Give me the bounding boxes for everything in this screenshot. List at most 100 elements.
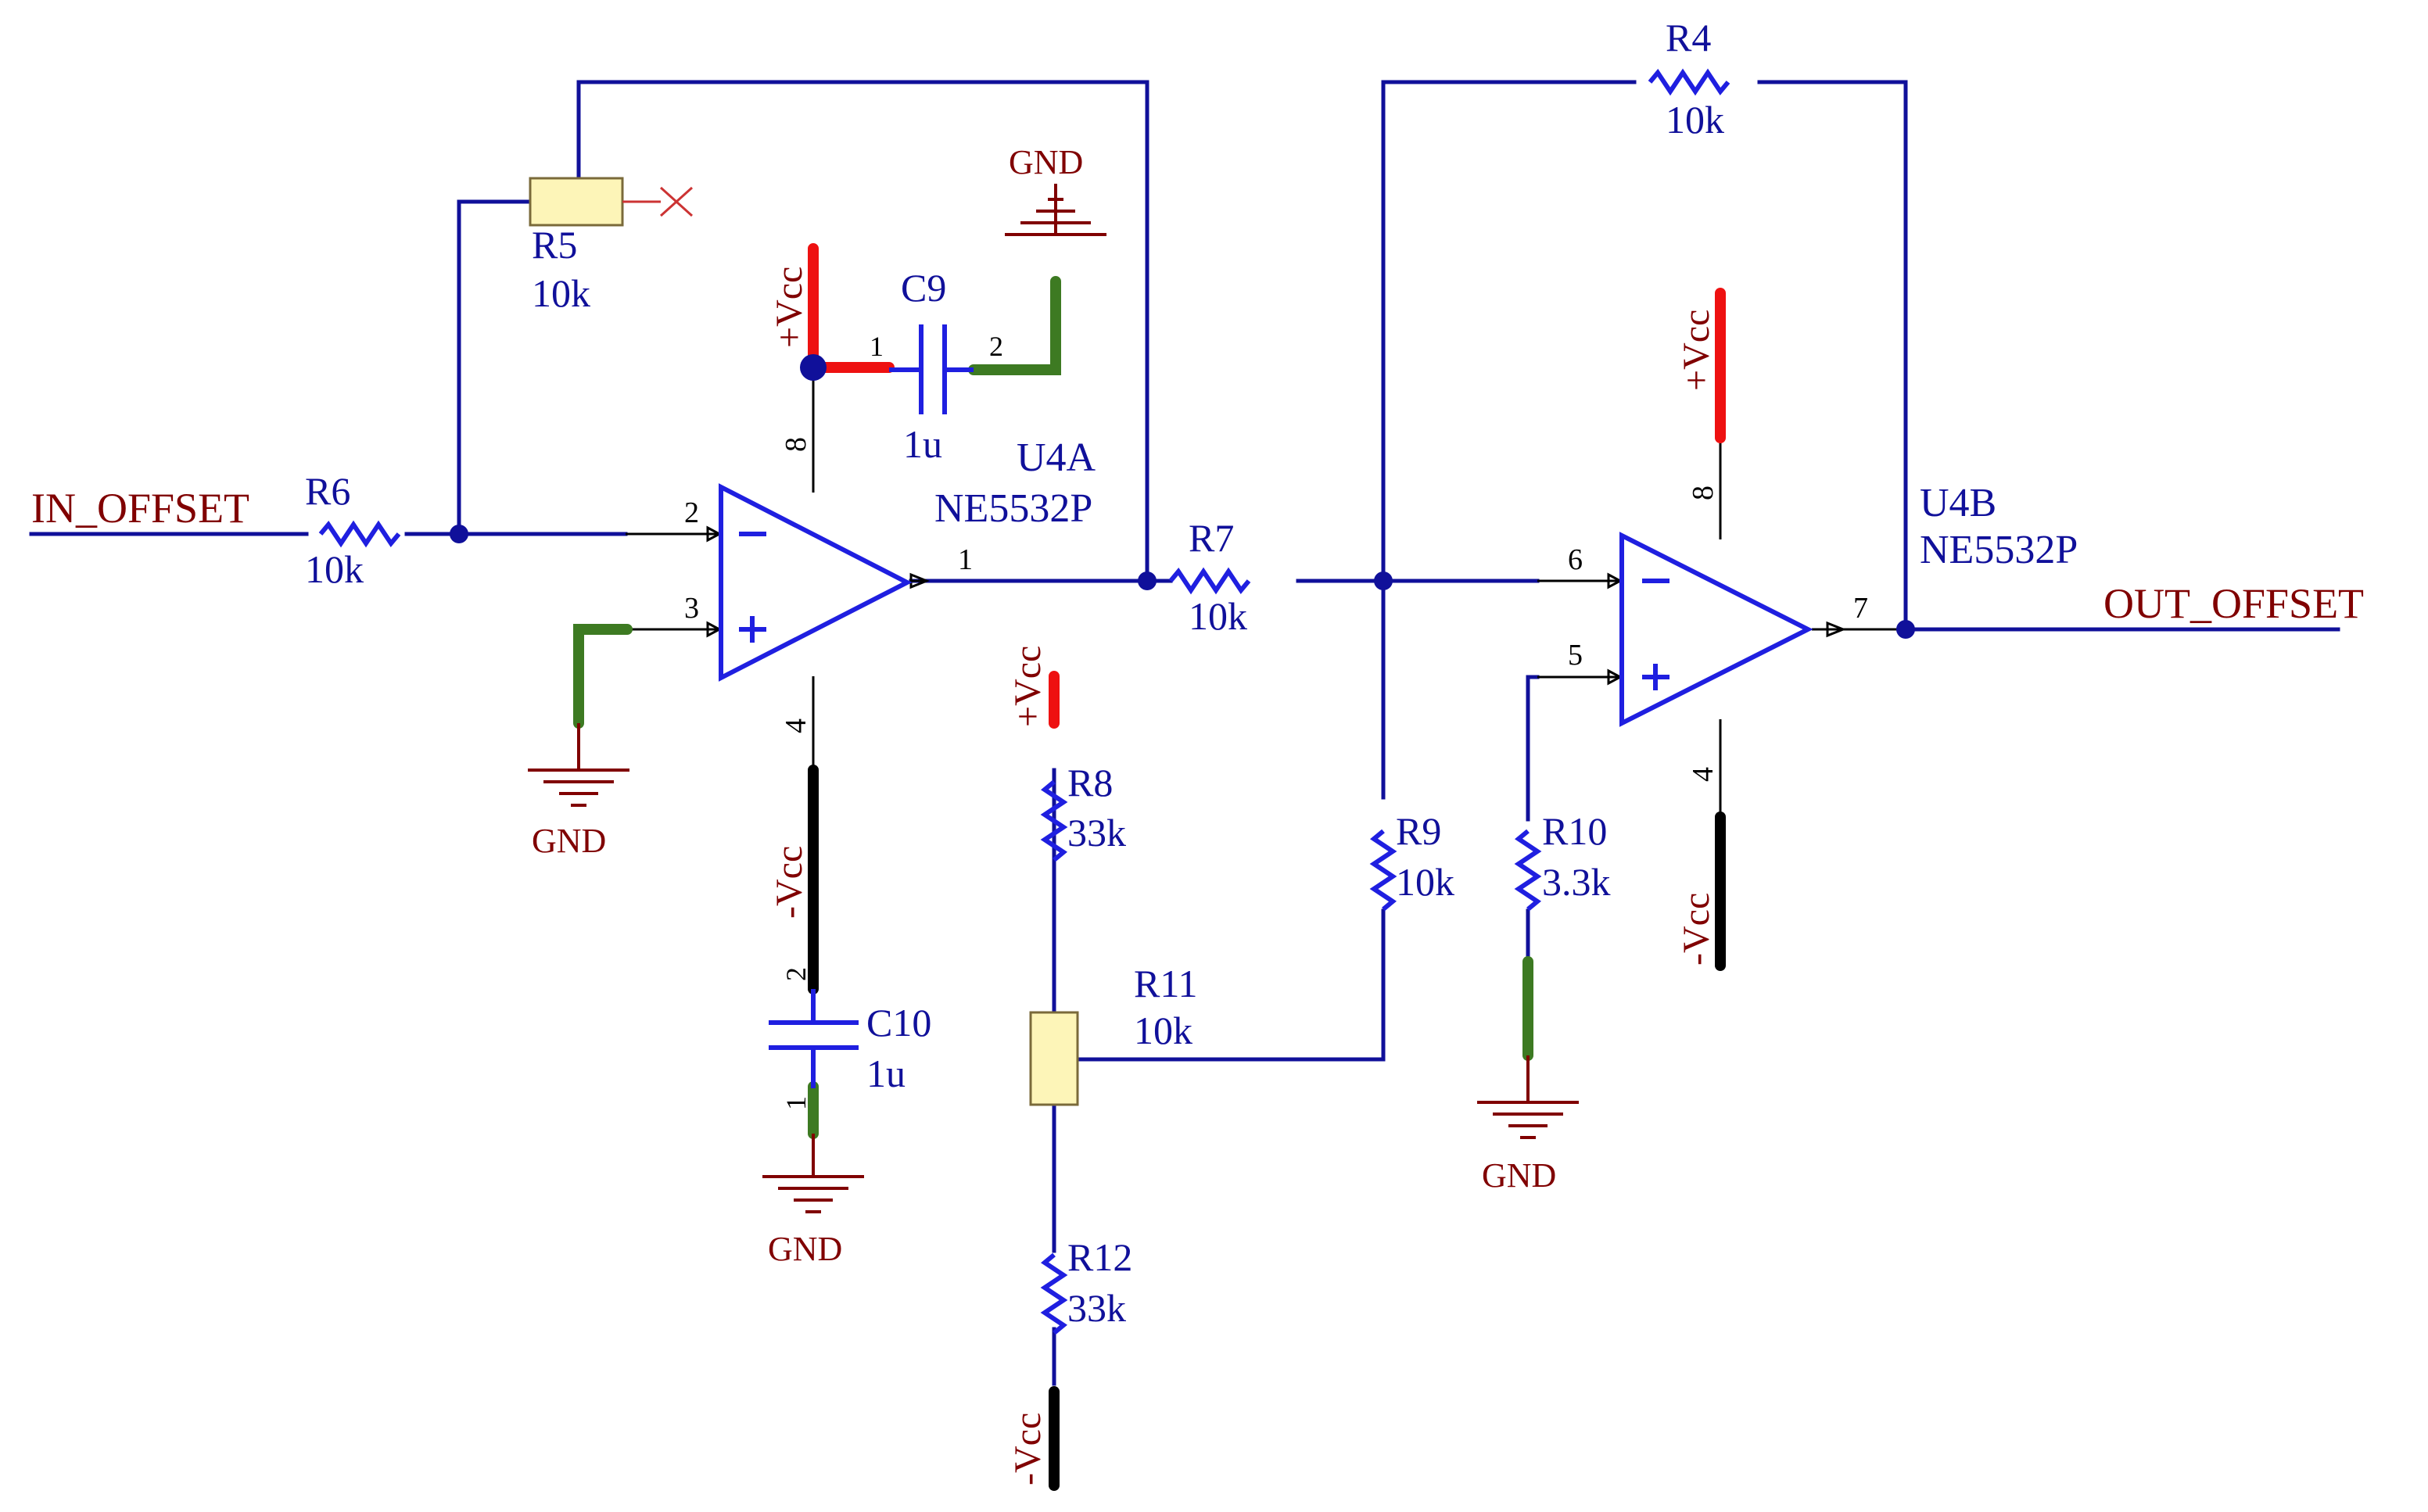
resistor-r9-symbol <box>1369 829 1397 912</box>
u4a-pin-vplus: 8 <box>780 437 812 452</box>
u4b-pin-noninv: 5 <box>1568 639 1583 672</box>
junction-dot <box>450 525 468 543</box>
gnd-label-u4a: GND <box>532 822 606 860</box>
junctions <box>450 354 1915 639</box>
output-port-label: OUT_OFFSET <box>2103 580 2364 627</box>
r11-value: 10k <box>1134 1009 1192 1052</box>
vcc-neg-label-u4b: -Vcc <box>1676 893 1717 966</box>
u4b-pin-inv: 6 <box>1568 543 1583 576</box>
r9-ref: R9 <box>1396 809 1441 853</box>
resistor-r8[interactable]: R8 33k <box>1040 761 1126 862</box>
resistor-r10[interactable]: R10 3.3k <box>1514 809 1611 912</box>
r10-ref: R10 <box>1542 809 1607 853</box>
u4b-part: NE5532P <box>1920 528 2078 572</box>
junction-dot <box>1138 571 1157 590</box>
r11-ref: R11 <box>1134 962 1198 1005</box>
no-connect-icon <box>622 186 694 217</box>
opamp-u4b-plus-sign <box>1642 664 1669 690</box>
resistor-r12[interactable]: R12 33k <box>1040 1235 1132 1335</box>
ground-icon <box>762 1134 864 1213</box>
r8-value: 33k <box>1067 811 1126 855</box>
gnd-label-c10: GND <box>768 1230 842 1268</box>
c10-ref: C10 <box>866 1001 931 1044</box>
vcc-pos-label-u4b: +Vcc <box>1676 310 1717 391</box>
gnd-net-u4a-plus <box>573 624 633 729</box>
resistor-r7-symbol <box>1168 567 1251 595</box>
c10-value: 1u <box>866 1052 906 1095</box>
vcc-pos-label-u4a: +Vcc <box>769 267 810 348</box>
vcc-neg-label-r12: -Vcc <box>1007 1413 1049 1485</box>
u4a-pin-inv: 2 <box>684 496 699 529</box>
c10-pin2: 2 <box>780 967 812 981</box>
u4a-part: NE5532P <box>934 486 1092 531</box>
u4a-ref: U4A <box>1017 435 1096 480</box>
resistor-r4-symbol <box>1648 68 1730 96</box>
resistor-r7[interactable]: R7 10k <box>1168 516 1251 638</box>
junction-dot <box>800 354 827 381</box>
r5-value: 10k <box>532 271 590 315</box>
power-labels: +Vcc -Vcc +Vcc -Vcc +Vcc -Vcc <box>769 267 1717 1485</box>
potentiometer-r11[interactable]: R11 10k <box>1029 962 1198 1106</box>
c9-pin2: 2 <box>989 331 1003 362</box>
resistor-r6[interactable]: R6 10k <box>305 469 401 591</box>
r4-value: 10k <box>1666 98 1724 142</box>
r10-value: 3.3k <box>1542 860 1611 904</box>
r9-value: 10k <box>1396 860 1454 904</box>
opamp-u4b[interactable]: 6 5 7 8 4 U4B NE5532P <box>1568 481 2078 782</box>
resistor-r6-symbol <box>318 520 401 548</box>
ground-u4a-plus: GND <box>528 723 629 860</box>
potentiometer-r5-body <box>529 177 624 227</box>
r7-ref: R7 <box>1189 516 1234 560</box>
ground-c9: GND <box>1005 143 1106 236</box>
u4b-ref: U4B <box>1920 481 1996 525</box>
c9-ref: C9 <box>901 266 946 310</box>
r5-ref: R5 <box>532 223 577 267</box>
resistor-r10-symbol <box>1514 829 1542 912</box>
power-segments <box>573 243 1726 1491</box>
r4-ref: R4 <box>1666 16 1711 59</box>
r12-ref: R12 <box>1067 1235 1132 1279</box>
opamp-u4a[interactable]: 2 3 1 8 4 U4A NE5532P <box>684 435 1096 733</box>
ground-icon <box>528 723 629 807</box>
resistor-r12-symbol <box>1040 1252 1068 1335</box>
r8-ref: R8 <box>1067 761 1113 804</box>
junction-dot <box>1374 571 1393 590</box>
u4b-pin-vminus: 4 <box>1687 767 1720 782</box>
u4b-pin-vplus: 8 <box>1687 485 1720 500</box>
capacitor-c9[interactable]: 1 2 C9 1u <box>870 266 1003 466</box>
capacitor-c10-plates <box>769 1020 859 1050</box>
ground-c10: GND <box>762 1134 864 1268</box>
r12-value: 33k <box>1067 1286 1126 1330</box>
opamp-u4a-plus-sign <box>739 616 766 643</box>
opamp-u4a-body <box>719 483 913 682</box>
c10-pin1: 1 <box>780 1096 812 1110</box>
u4b-pin-out: 7 <box>1853 592 1868 625</box>
gnd-label-c9: GND <box>1009 143 1083 181</box>
wires <box>29 80 2340 1386</box>
potentiometer-r5[interactable]: R5 10k <box>529 177 694 315</box>
resistor-r4[interactable]: R4 10k <box>1648 16 1730 142</box>
input-port-label: IN_OFFSET <box>31 485 249 532</box>
c9-value: 1u <box>903 422 942 466</box>
resistor-r8-symbol <box>1040 779 1068 862</box>
ground-r10: GND <box>1477 1055 1579 1195</box>
c9-pin1: 1 <box>870 331 884 362</box>
vcc-pos-label-r8: +Vcc <box>1007 646 1049 727</box>
potentiometer-r11-body <box>1029 1011 1079 1106</box>
resistor-r9[interactable]: R9 10k <box>1369 809 1454 912</box>
junction-dot <box>1896 620 1915 639</box>
capacitor-c10[interactable]: 2 1 C10 1u <box>769 967 931 1110</box>
u4a-pin-noninv: 3 <box>684 592 699 625</box>
gnd-label-r10: GND <box>1482 1156 1556 1195</box>
vcc-neg-label-u4a: -Vcc <box>769 846 810 919</box>
capacitor-c9-plates <box>919 324 947 414</box>
gnd-net-c9 <box>968 276 1061 375</box>
r6-value: 10k <box>305 547 364 591</box>
r6-ref: R6 <box>305 469 350 513</box>
ground-icon <box>1477 1055 1579 1139</box>
opamp-u4b-body <box>1619 532 1813 727</box>
u4a-pin-vminus: 4 <box>780 718 812 733</box>
ground-icon <box>1005 184 1106 236</box>
u4a-pin-out: 1 <box>958 543 973 576</box>
